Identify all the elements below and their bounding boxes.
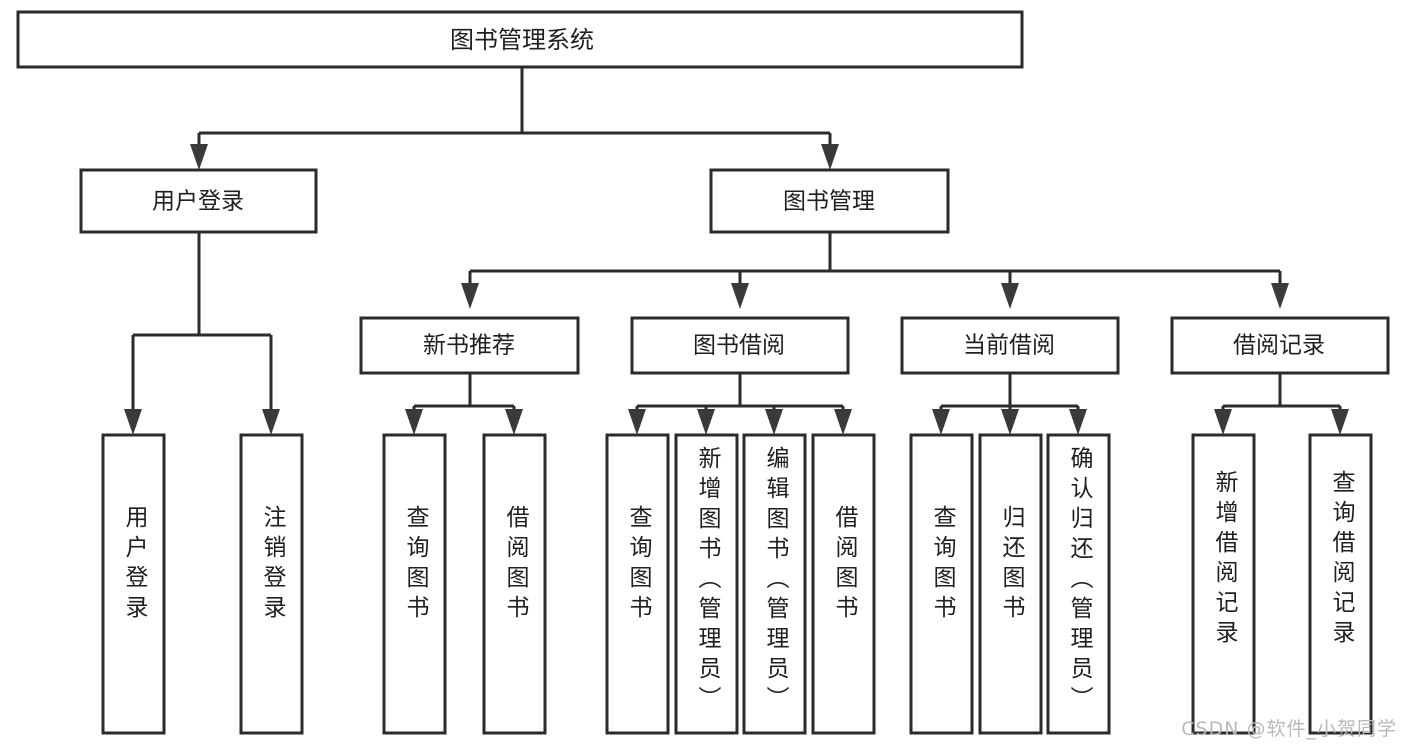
leaf-borrow-book-1-box[interactable] bbox=[482, 433, 547, 735]
arrow-icon-book-management bbox=[821, 144, 839, 170]
node-book-management-label: 图书管理 bbox=[783, 189, 875, 215]
node-user-login-label: 用户登录 bbox=[152, 189, 244, 215]
arrow-icon-current-borrow bbox=[1001, 283, 1019, 309]
node-root-label: 图书管理系统 bbox=[450, 26, 594, 54]
csdn-watermark: CSDN @软件_小贺同学 bbox=[1181, 718, 1397, 740]
arrow-icon-leaf-borrow-book-2 bbox=[834, 409, 852, 435]
node-borrow-record-box[interactable] bbox=[1170, 316, 1390, 375]
node-new-book-recommend-box[interactable] bbox=[359, 316, 580, 375]
arrow-icon-leaf-query-record bbox=[1331, 409, 1349, 435]
node-book-management[interactable]: 图书管理 bbox=[709, 168, 950, 234]
arrow-icon-leaf-edit-book bbox=[765, 409, 783, 435]
node-root[interactable]: 图书管理系统 bbox=[16, 10, 1024, 69]
node-new-book-recommend[interactable]: 新书推荐 bbox=[359, 316, 580, 375]
node-borrow-record[interactable]: 借阅记录 bbox=[1170, 316, 1390, 375]
node-new-book-recommend-label: 新书推荐 bbox=[423, 333, 515, 359]
leaf-query-book-1-box[interactable] bbox=[382, 433, 447, 735]
arrow-icon-leaf-query-book-1 bbox=[405, 409, 423, 435]
arrow-icon-leaf-query-book-3 bbox=[932, 409, 950, 435]
leaf-edit-book-box[interactable] bbox=[742, 433, 807, 735]
arrow-icon-book-borrow bbox=[731, 283, 749, 309]
node-book-borrow[interactable]: 图书借阅 bbox=[630, 316, 850, 375]
arrow-icon-leaf-add-book bbox=[697, 409, 715, 435]
arrow-icon-leaf-user-login bbox=[124, 409, 142, 435]
leaf-add-book-box[interactable] bbox=[674, 433, 739, 735]
leaf-query-record-box[interactable] bbox=[1308, 433, 1373, 735]
arrow-icon-leaf-borrow-book-1 bbox=[505, 409, 523, 435]
node-book-borrow-label: 图书借阅 bbox=[693, 333, 785, 359]
arrow-icon-leaf-query-book-2 bbox=[628, 409, 646, 435]
leaf-query-book-3-box[interactable] bbox=[909, 433, 974, 735]
leaf-borrow-book-2-box[interactable] bbox=[811, 433, 876, 735]
node-root-box[interactable] bbox=[16, 10, 1024, 69]
node-current-borrow[interactable]: 当前借阅 bbox=[900, 316, 1120, 375]
leaf-add-record-box[interactable] bbox=[1191, 433, 1256, 735]
leaf-box-layer bbox=[101, 433, 1373, 735]
arrow-icon-user-login bbox=[190, 144, 208, 170]
arrow-icon-borrow-record bbox=[1271, 283, 1289, 309]
node-book-management-box[interactable] bbox=[709, 168, 950, 234]
arrow-icon-leaf-return-book bbox=[1001, 409, 1019, 435]
leaf-logout-box[interactable] bbox=[239, 433, 304, 735]
node-book-borrow-box[interactable] bbox=[630, 316, 850, 375]
node-current-borrow-label: 当前借阅 bbox=[963, 333, 1055, 359]
arrow-icon-leaf-logout bbox=[262, 409, 280, 435]
arrow-icon-leaf-add-record bbox=[1214, 409, 1232, 435]
node-current-borrow-box[interactable] bbox=[900, 316, 1120, 375]
leaf-user-login-box[interactable] bbox=[101, 433, 166, 735]
node-user-login[interactable]: 用户登录 bbox=[79, 168, 318, 234]
arrow-icon-new-book-recommend bbox=[461, 283, 479, 309]
arrow-icon-leaf-confirm-return bbox=[1069, 409, 1087, 435]
leaf-query-book-2-box[interactable] bbox=[605, 433, 670, 735]
node-user-login-box[interactable] bbox=[79, 168, 318, 234]
leaf-confirm-return-box[interactable] bbox=[1046, 433, 1111, 735]
leaf-return-book-box[interactable] bbox=[978, 433, 1043, 735]
node-borrow-record-label: 借阅记录 bbox=[1233, 333, 1325, 359]
